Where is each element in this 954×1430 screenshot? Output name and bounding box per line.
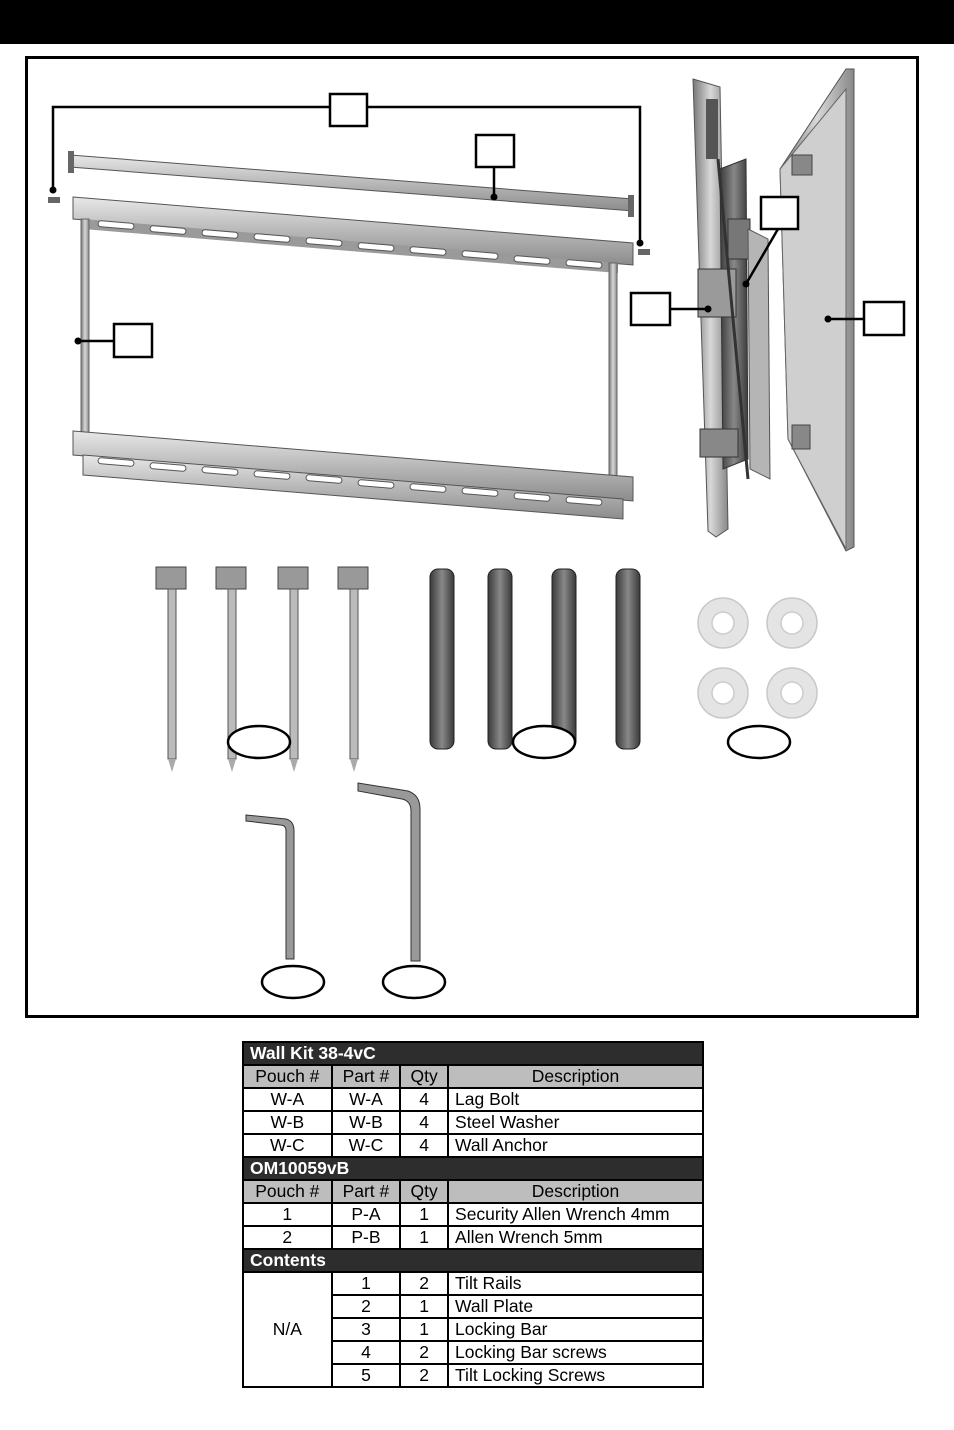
- column-header: Description: [447, 1064, 704, 1089]
- qty-cell: 1: [399, 1294, 450, 1319]
- description-cell: Locking Bar: [447, 1317, 704, 1342]
- part-label-ovals: [226, 724, 792, 1000]
- table-row: W-C W-C 4 Wall Anchor: [242, 1133, 704, 1158]
- table-row: 4 2 Locking Bar screws: [243, 1340, 704, 1365]
- pouch-cell: N/A: [242, 1271, 333, 1388]
- part-cell: W-A: [330, 1087, 402, 1112]
- section-title: Wall Kit 38-4vC: [242, 1041, 704, 1066]
- qty-cell: 2: [399, 1271, 450, 1296]
- qty-cell: 4: [399, 1133, 450, 1158]
- part-cell: W-C: [330, 1133, 402, 1158]
- table-row: 1 P-A 1 Security Allen Wrench 4mm: [242, 1202, 704, 1227]
- part-cell: P-A: [330, 1202, 402, 1227]
- parts-list-table: Wall Kit 38-4vC Pouch # Part # Qty Descr…: [242, 1041, 704, 1388]
- description-cell: Locking Bar screws: [447, 1340, 704, 1365]
- description-cell: Wall Plate: [447, 1294, 704, 1319]
- column-header: Part #: [330, 1064, 402, 1089]
- section-title: OM10059vB: [242, 1156, 704, 1181]
- description-cell: Tilt Locking Screws: [447, 1363, 704, 1388]
- table-row: 2 P-B 1 Allen Wrench 5mm: [242, 1225, 704, 1250]
- qty-cell: 1: [399, 1225, 450, 1250]
- qty-cell: 2: [399, 1363, 450, 1388]
- description-cell: Tilt Rails: [447, 1271, 704, 1296]
- section-title: Contents: [242, 1248, 704, 1273]
- column-header: Qty: [399, 1064, 450, 1089]
- pouch-cell: W-B: [242, 1110, 333, 1135]
- description-cell: Steel Washer: [447, 1110, 704, 1135]
- section-header-contents: Contents: [242, 1248, 704, 1273]
- wall-anchors-illustration: [429, 568, 641, 750]
- section-header-wall-kit: Wall Kit 38-4vC: [242, 1041, 704, 1066]
- parts-diagram: [25, 56, 919, 1018]
- description-cell: Security Allen Wrench 4mm: [447, 1202, 704, 1227]
- table-row: 5 2 Tilt Locking Screws: [243, 1363, 704, 1388]
- part-cell: 1: [330, 1271, 402, 1296]
- part-cell: 3: [330, 1317, 402, 1342]
- column-header: Qty: [399, 1179, 450, 1204]
- column-header: Part #: [330, 1179, 402, 1204]
- pouch-cell: 2: [242, 1225, 333, 1250]
- wall-plate-side-view-illustration: [779, 68, 855, 552]
- table-row: W-A W-A 4 Lag Bolt: [242, 1087, 704, 1112]
- steel-washers-illustration: [697, 597, 818, 719]
- table-row: N/A 1 2 Tilt Rails: [242, 1271, 704, 1388]
- pouch-cell: W-A: [242, 1087, 333, 1112]
- part-cell: 4: [330, 1340, 402, 1365]
- table-header-row: Pouch # Part # Qty Description: [242, 1064, 704, 1089]
- part-cell: W-B: [330, 1110, 402, 1135]
- pouch-cell: 1: [242, 1202, 333, 1227]
- table-row: 3 1 Locking Bar: [243, 1317, 704, 1342]
- table-row: W-B W-B 4 Steel Washer: [242, 1110, 704, 1135]
- pouch-cell: W-C: [242, 1133, 333, 1158]
- part-cell: 5: [330, 1363, 402, 1388]
- part-cell: P-B: [330, 1225, 402, 1250]
- lag-bolts-illustration: [155, 566, 369, 772]
- allen-wrenches-illustration: [245, 782, 421, 962]
- qty-cell: 4: [399, 1087, 450, 1112]
- table-header-row: Pouch # Part # Qty Description: [242, 1179, 704, 1204]
- part-cell: 2: [330, 1294, 402, 1319]
- column-header: Pouch #: [242, 1179, 333, 1204]
- qty-cell: 4: [399, 1110, 450, 1135]
- description-cell: Wall Anchor: [447, 1133, 704, 1158]
- header-bar: [0, 0, 954, 44]
- table-row: 2 1 Wall Plate: [243, 1294, 704, 1319]
- qty-cell: 1: [399, 1202, 450, 1227]
- description-cell: Lag Bolt: [447, 1087, 704, 1112]
- column-header: Description: [447, 1179, 704, 1204]
- frame-callouts: [51, 92, 642, 359]
- section-header-om-kit: OM10059vB: [242, 1156, 704, 1181]
- qty-cell: 1: [399, 1317, 450, 1342]
- column-header: Pouch #: [242, 1064, 333, 1089]
- qty-cell: 2: [399, 1340, 450, 1365]
- description-cell: Allen Wrench 5mm: [447, 1225, 704, 1250]
